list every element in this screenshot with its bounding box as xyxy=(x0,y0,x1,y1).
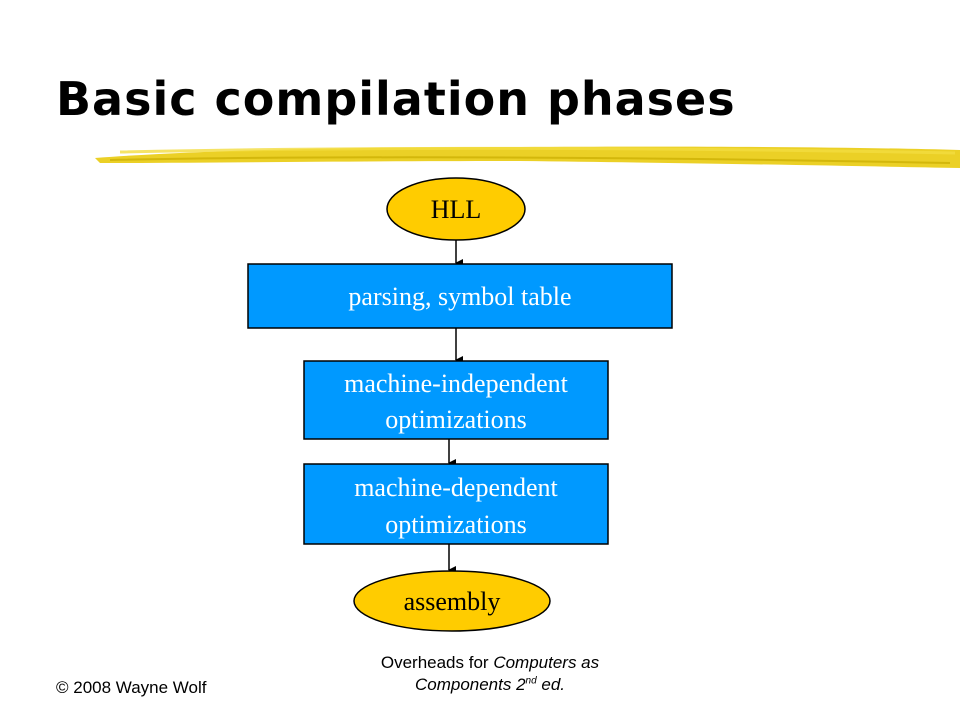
machine-dependent-label-line1: machine-dependent xyxy=(354,473,558,502)
assembly-label: assembly xyxy=(404,587,501,616)
hll-label: HLL xyxy=(431,195,482,224)
machine-dependent-box: machine-dependent optimizations xyxy=(303,463,609,545)
course-footer-line1: Overheads for Computers as xyxy=(340,652,640,674)
machine-independent-box: machine-independent optimizations xyxy=(303,360,609,440)
course-footer-edition-sup: nd xyxy=(525,675,537,687)
parsing-phase-label: parsing, symbol table xyxy=(348,282,571,311)
course-footer-prefix: Overheads for xyxy=(380,653,494,672)
machine-dependent-label-line2: optimizations xyxy=(385,510,527,539)
machine-independent-label-line2: optimizations xyxy=(385,405,527,434)
hll-node: HLL xyxy=(386,177,526,241)
page-title: Basic compilation phases xyxy=(56,72,736,126)
course-footer-book-title: Computers as xyxy=(493,653,600,672)
course-footer-edition: ed. xyxy=(536,675,566,694)
assembly-node: assembly xyxy=(353,570,551,632)
course-footer-book-title-2: Components 2 xyxy=(414,675,526,694)
course-footer-line2: Components 2nd ed. xyxy=(340,674,640,696)
copyright-footer: © 2008 Wayne Wolf xyxy=(56,678,207,697)
parsing-phase-box: parsing, symbol table xyxy=(247,263,673,329)
machine-independent-label-line1: machine-independent xyxy=(344,369,569,398)
course-footer: Overheads for Computers as Components 2n… xyxy=(340,652,640,696)
